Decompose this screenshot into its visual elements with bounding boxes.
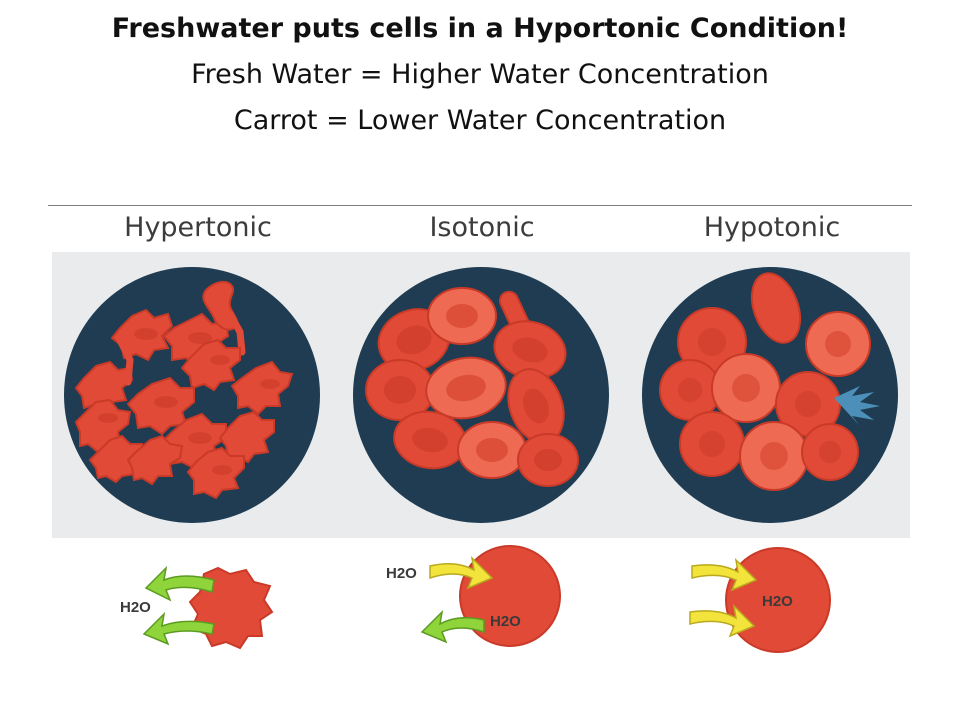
swollen-cell — [775, 371, 841, 437]
label-hypotonic: Hypotonic — [703, 212, 841, 243]
title-block: Freshwater puts cells in a Hyportonic Co… — [0, 6, 960, 144]
arrow-out-top — [144, 565, 215, 602]
h2o-label-hypertonic: H2O — [120, 599, 151, 616]
crenated-cell — [226, 310, 246, 356]
h2o-label-isotonic-cell: H2O — [490, 613, 521, 630]
normal-cell — [365, 359, 435, 421]
arrow-out-bottom — [142, 611, 215, 646]
crenated-cell — [180, 338, 241, 392]
swollen-cell — [805, 311, 871, 377]
swollen-cell — [679, 411, 745, 477]
label-isotonic: Isotonic — [429, 212, 535, 243]
swollen-cell — [659, 359, 721, 421]
crenated-cell-fold — [210, 355, 230, 365]
crenated-cell — [88, 434, 143, 484]
arrow-out-isotonic — [420, 609, 485, 644]
crenated-cell-fold — [154, 396, 178, 408]
crenated-cell-fold — [260, 379, 280, 389]
crenated-cell-fold — [212, 465, 232, 475]
crenated-cell-fold — [98, 413, 118, 423]
swollen-cell — [711, 353, 781, 423]
crenated-cell — [230, 360, 294, 416]
crenated-cell — [126, 434, 184, 486]
title-line-1: Freshwater puts cells in a Hyportonic Co… — [111, 13, 849, 44]
arrow-in-top — [691, 557, 758, 592]
h2o-label-hypotonic-cell: H2O — [762, 593, 793, 610]
crenated-cell — [218, 410, 275, 464]
normal-cell — [517, 433, 579, 487]
title-line-3: Carrot = Lower Water Concentration — [233, 105, 727, 136]
crenated-cell — [116, 336, 134, 386]
swollen-cell — [801, 423, 859, 481]
label-hypertonic: Hypertonic — [124, 212, 272, 243]
normal-cell — [425, 356, 507, 420]
normal-cell — [457, 421, 527, 479]
arrow-in-isotonic — [429, 555, 494, 590]
arrow-in-bottom — [689, 603, 756, 638]
swollen-cell — [750, 272, 802, 344]
crenated-cell-shading — [98, 328, 280, 475]
h2o-label-isotonic-in: H2O — [386, 565, 417, 582]
divider — [48, 205, 912, 206]
crenated-cell-fold — [188, 432, 212, 444]
title-line-2: Fresh Water = Higher Water Concentration — [191, 59, 769, 90]
crenated-cell-fold — [188, 332, 212, 344]
normal-cells — [365, 287, 579, 487]
swollen-cell — [739, 421, 809, 491]
normal-cell — [427, 287, 497, 345]
swollen-cells — [659, 272, 871, 491]
burst-spray — [834, 386, 880, 426]
crenated-cell-fold — [134, 328, 158, 340]
